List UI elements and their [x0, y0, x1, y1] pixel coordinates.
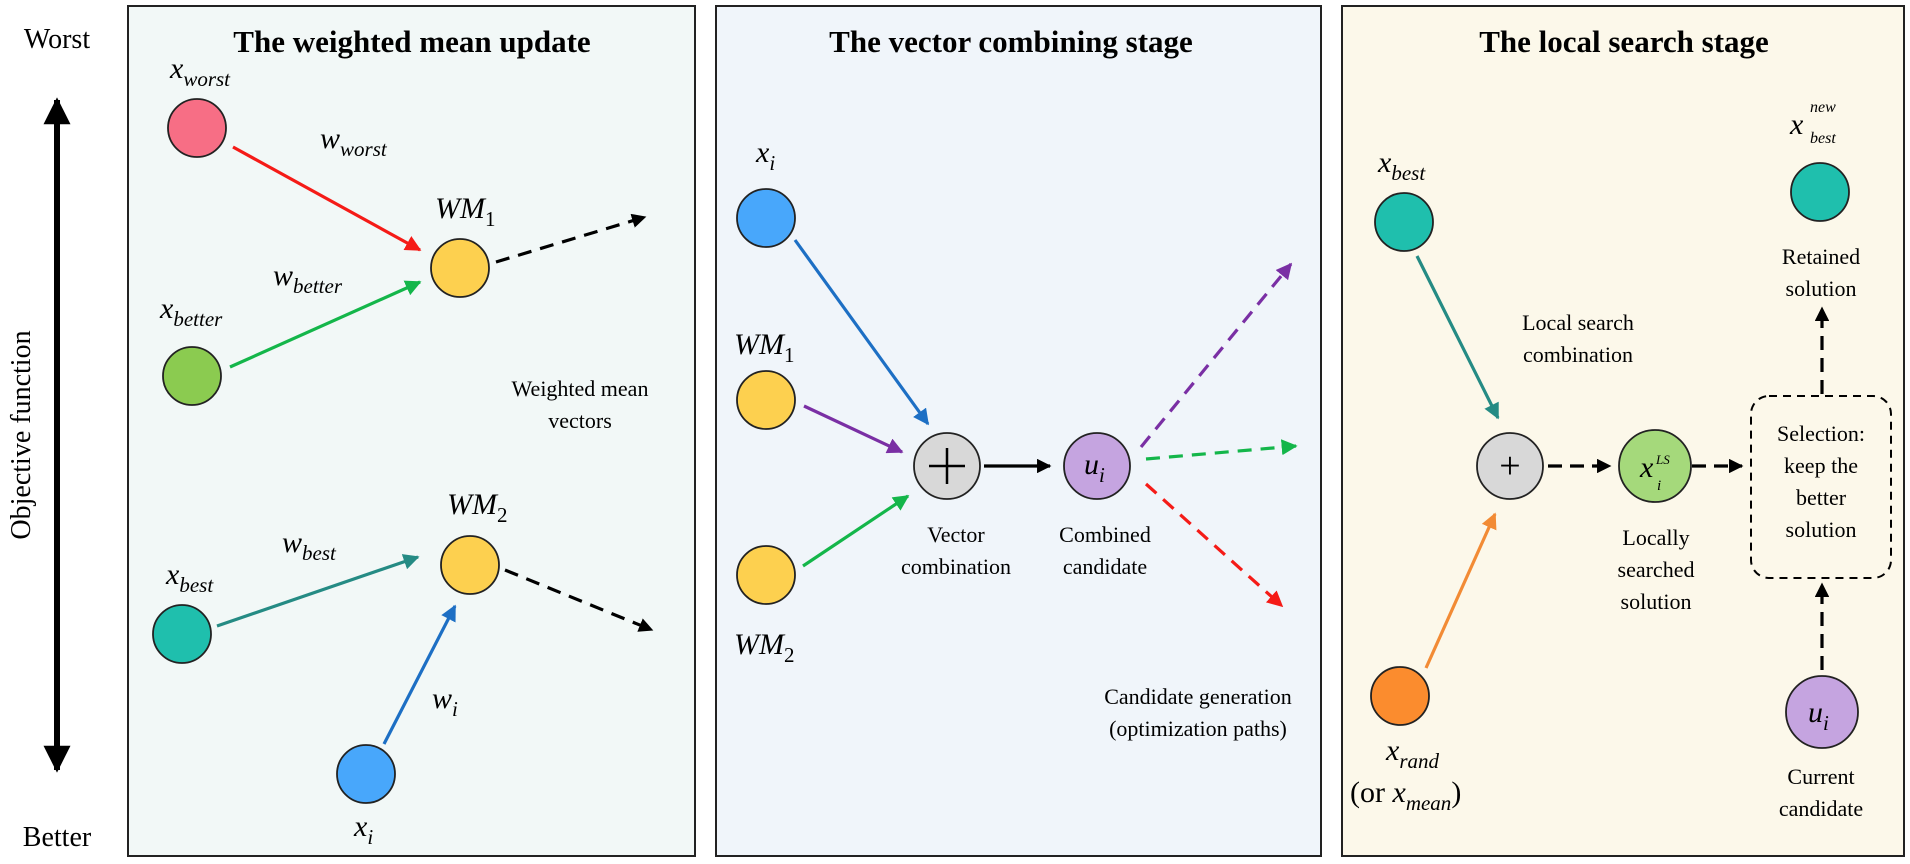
panel-2-title: The vector combining stage — [829, 24, 1193, 59]
panel-weighted-mean: The weighted mean update xworst wworst W… — [127, 5, 696, 857]
arrow-better-to-wm1 — [229, 280, 422, 369]
panel-1-title: The weighted mean update — [233, 24, 590, 59]
arrow-wm1-to-sum — [803, 404, 904, 454]
node-wm2-p2 — [736, 545, 796, 605]
panel-3-title: The local search stage — [1479, 24, 1769, 59]
candidate-generation-line1: Candidate generation — [1104, 684, 1292, 709]
path-arrow-red — [1144, 482, 1284, 608]
arrow-wm1-out — [495, 213, 647, 264]
candidate-generation-line2: (optimization paths) — [1109, 716, 1287, 741]
label-u-i-p2: ui — [1084, 448, 1105, 487]
locally-searched-line3: solution — [1621, 589, 1692, 614]
node-wm1-p2 — [736, 370, 796, 430]
node-x-worst — [167, 98, 227, 158]
label-x-best-p3: xbest — [1377, 146, 1426, 185]
label-x-worst: xworst — [169, 52, 231, 91]
ls-combination-line2: combination — [1523, 342, 1633, 367]
label-x-best: xbest — [165, 558, 214, 597]
label-x-better: xbetter — [159, 292, 223, 331]
retained-line2: solution — [1786, 276, 1857, 301]
label-x-i-p2: xi — [755, 136, 775, 175]
axis-top-label: Worst — [24, 24, 90, 55]
selection-line3: better — [1796, 485, 1847, 510]
selection-box — [1750, 395, 1892, 579]
label-wm1-p2: WM1 — [734, 328, 794, 367]
axis-title: Objective function — [6, 330, 37, 539]
label-wm2: WM2 — [447, 488, 507, 527]
selection-line4: solution — [1786, 517, 1857, 542]
node-x-best-p3 — [1374, 192, 1434, 252]
arrow-xi-to-sum — [793, 239, 930, 426]
node-x-better — [162, 346, 222, 406]
arrow-xi-to-wm2 — [382, 604, 457, 745]
arrow-rand-to-ls-sum — [1424, 512, 1497, 669]
node-wm1 — [430, 238, 490, 298]
path-arrow-green — [1145, 439, 1298, 461]
locally-searched-line1: Locally — [1622, 525, 1689, 550]
combined-candidate-line1: Combined — [1059, 522, 1151, 547]
label-w-i: wi — [432, 682, 458, 721]
label-or-x-mean: (or xmean) — [1350, 776, 1461, 815]
objective-axis: Worst Better Objective function — [6, 24, 92, 853]
node-x-new-best — [1790, 162, 1850, 222]
label-x-rand: xrand — [1385, 734, 1440, 773]
arrow-worst-to-wm1 — [232, 145, 422, 252]
node-x-i — [336, 744, 396, 804]
current-candidate-line1: Current — [1787, 764, 1854, 789]
arrow-wm2-to-sum — [802, 494, 910, 568]
axis-bottom-label: Better — [23, 822, 92, 853]
node-u-i-p2 — [1063, 432, 1131, 500]
vector-combination-line2: combination — [901, 554, 1011, 579]
node-x-best — [152, 604, 212, 664]
weighted-mean-desc-line1: Weighted mean — [512, 376, 649, 401]
vector-combination-line1: Vector — [927, 522, 985, 547]
panel-local-search: The local search stage Selection: keep t… — [1341, 5, 1905, 857]
selection-line1: Selection: — [1777, 421, 1865, 446]
weighted-mean-desc-line2: vectors — [548, 408, 612, 433]
panel-vector-combining: The vector combining stage xi WM1 WM2 ui… — [715, 5, 1322, 857]
locally-searched-line2: searched — [1618, 557, 1695, 582]
arrow-wm2-out — [504, 568, 654, 632]
ls-combination-line1: Local search — [1522, 310, 1634, 335]
panel-1-frame — [127, 5, 696, 857]
retained-line1: Retained — [1782, 244, 1860, 269]
node-x-i-p2 — [736, 188, 796, 248]
node-ls-sum — [1476, 432, 1544, 500]
label-wm2-p2: WM2 — [734, 628, 794, 667]
node-wm2 — [440, 535, 500, 595]
node-u-i-p3 — [1785, 675, 1859, 749]
label-wm1: WM1 — [435, 192, 495, 231]
path-arrow-purple — [1139, 262, 1293, 449]
node-x-ls — [1618, 429, 1692, 503]
current-candidate-line2: candidate — [1779, 796, 1863, 821]
label-w-worst: wworst — [320, 122, 388, 161]
label-u-i-p3: ui — [1808, 696, 1829, 735]
panel-2-frame — [715, 5, 1322, 857]
label-w-better: wbetter — [273, 259, 343, 298]
arrow-best-to-ls-sum — [1415, 255, 1500, 420]
label-w-best: wbest — [282, 526, 337, 565]
plus-icon: + — [1499, 445, 1520, 487]
selection-line2: keep the — [1784, 453, 1858, 478]
combined-candidate-line2: candidate — [1063, 554, 1147, 579]
arrow-best-to-wm2 — [216, 554, 420, 628]
node-x-rand — [1370, 666, 1430, 726]
label-x-i: xi — [353, 810, 373, 849]
